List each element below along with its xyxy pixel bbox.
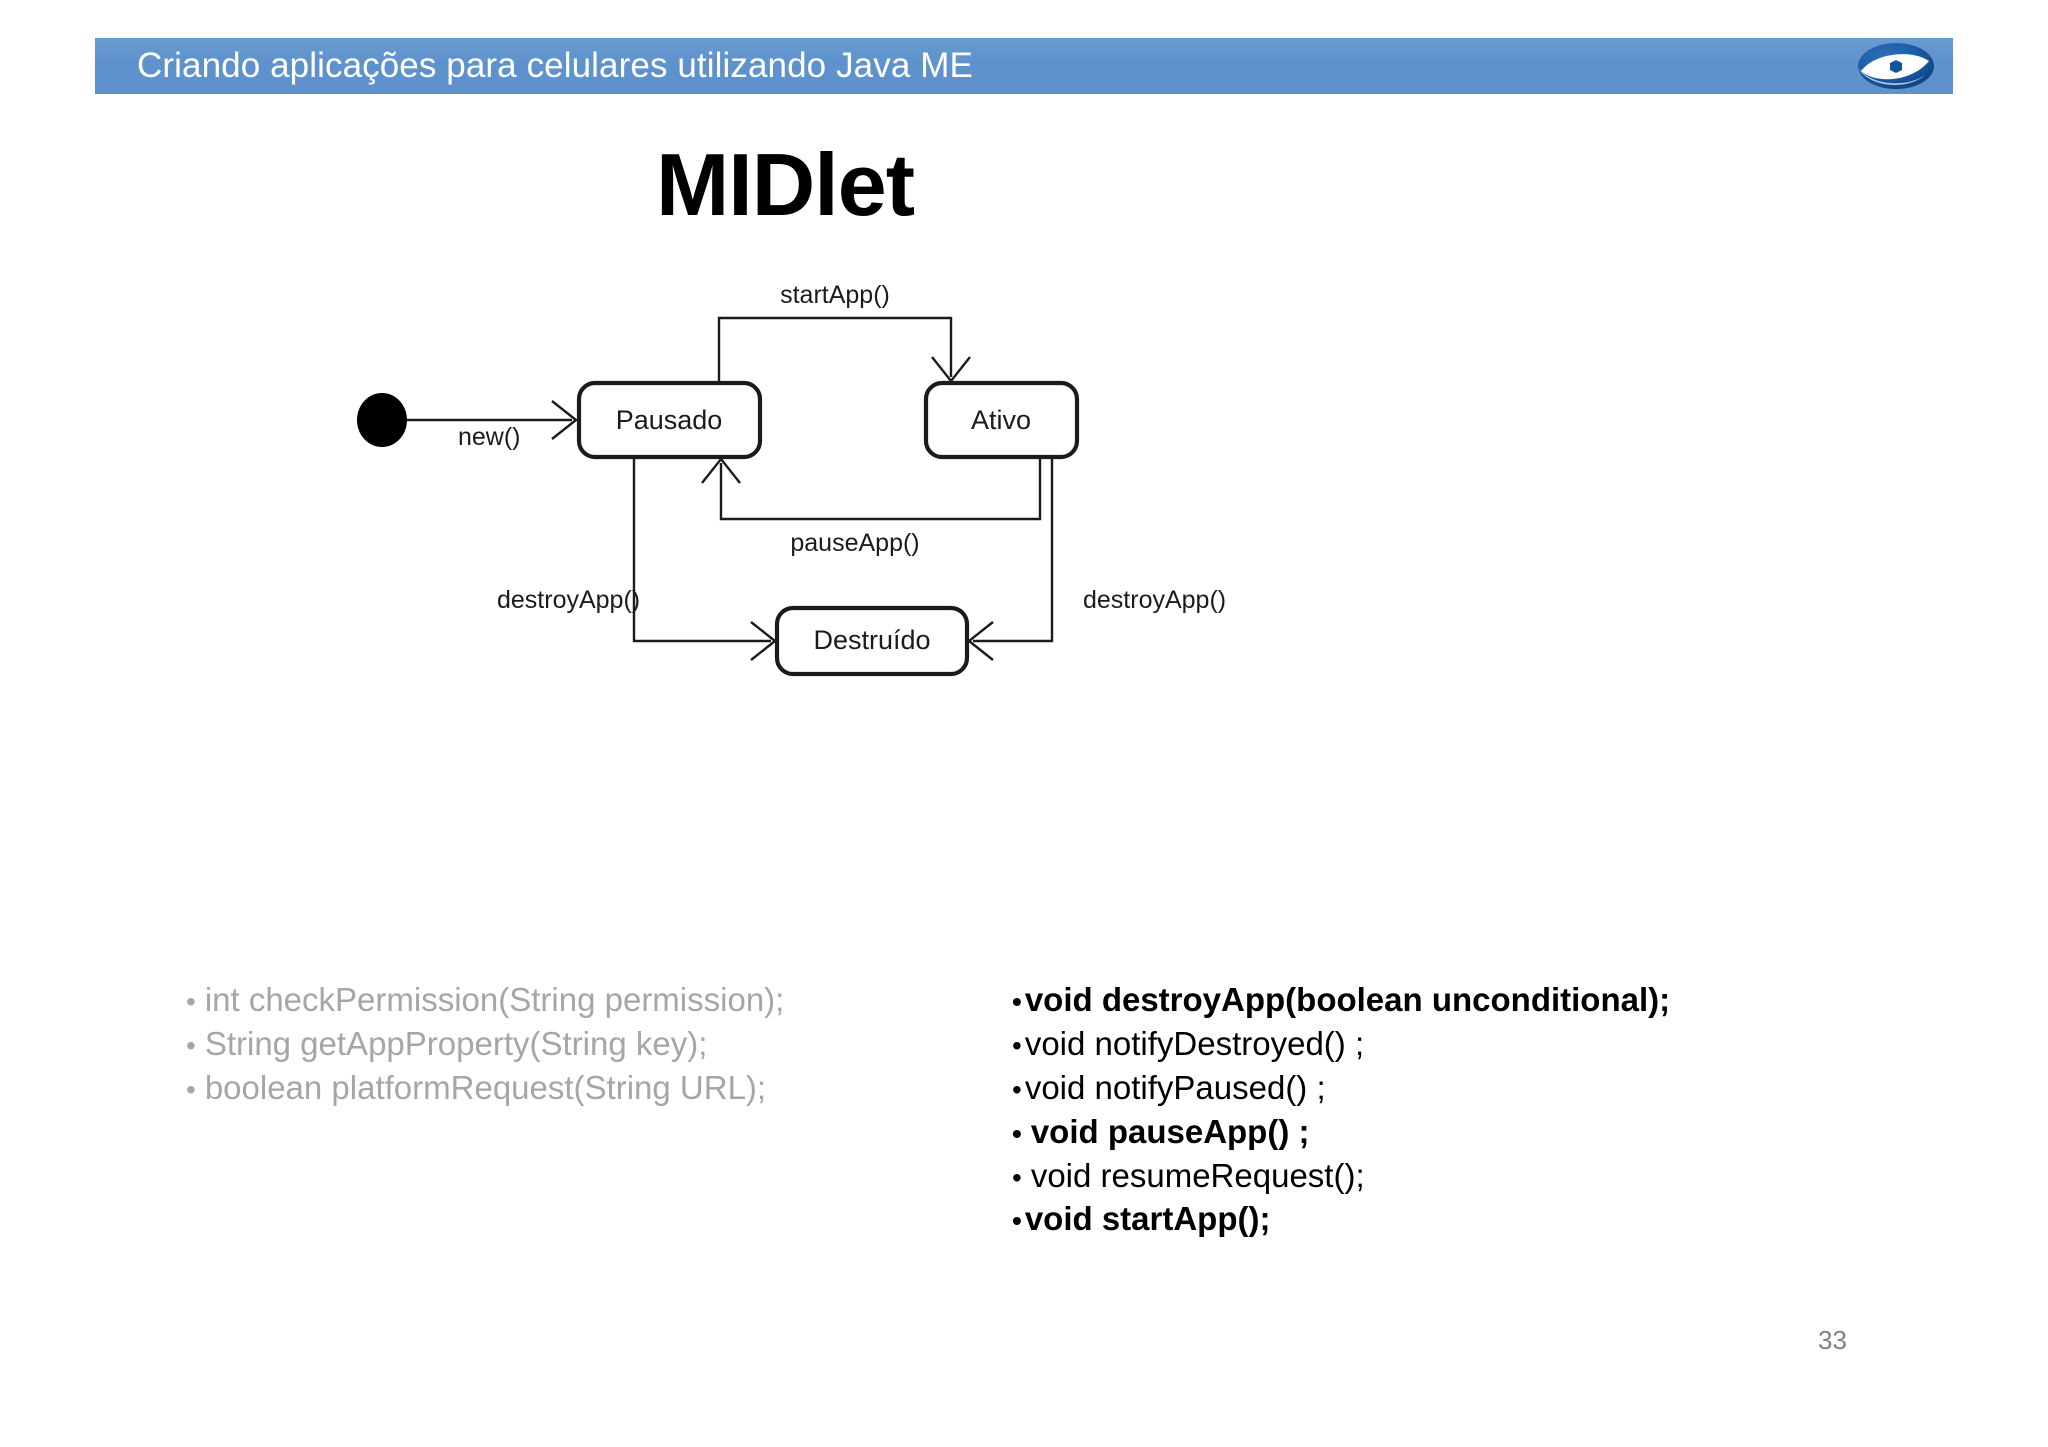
page-title: MIDlet [656, 135, 915, 234]
edge-label-startapp: startApp() [780, 281, 890, 309]
list-item: • int checkPermission(String permission)… [186, 978, 946, 1022]
state-initial-node [357, 393, 407, 447]
list-item-label: void pauseApp() ; [1030, 1112, 1310, 1150]
list-item-label: void destroyApp(boolean unconditional); [1024, 981, 1671, 1018]
edge-destroyapp-right [973, 457, 1054, 643]
midlet-lifecycle-diagram: new() Pausado Ativo Destruído startApp()… [340, 270, 1540, 710]
edge-startapp [717, 316, 953, 383]
edge-label-destroyapp-right: destroyApp() [1083, 586, 1226, 614]
bullet-glyph: • [1012, 1073, 1022, 1105]
list-item-label: boolean platformRequest(String URL); [204, 1068, 767, 1106]
list-item-label: void notifyDestroyed() ; [1024, 1024, 1365, 1062]
bullet-glyph: • [1012, 1205, 1022, 1237]
list-item-label: int checkPermission(String permission); [204, 981, 785, 1018]
bullet-glyph: • [1012, 1117, 1022, 1149]
edge-destroyapp-right-arrowhead [967, 621, 994, 661]
state-destruido-label: Destruído [813, 625, 930, 655]
list-item: • void startApp(); [1012, 1197, 1892, 1241]
edge-startapp-arrowhead [931, 356, 971, 383]
slide-header-bar: Criando aplicações para celulares utiliz… [95, 38, 1953, 94]
bullet-glyph: • [186, 1073, 196, 1105]
list-item: • String getAppProperty(String key); [186, 1022, 946, 1066]
edge-new-arrowhead [551, 400, 578, 440]
bullet-glyph: • [1012, 1161, 1022, 1193]
edge-destroyapp-left [632, 457, 771, 643]
list-item: • void notifyPaused() ; [1012, 1066, 1892, 1110]
bullet-glyph: • [186, 986, 196, 1017]
list-item: • void notifyDestroyed() ; [1012, 1022, 1892, 1066]
eye-logo-icon [1858, 43, 1934, 89]
edge-label-destroyapp-left: destroyApp() [497, 586, 640, 614]
header-title: Criando aplicações para celulares utiliz… [137, 46, 973, 85]
list-item: • void resumeRequest(); [1012, 1154, 1892, 1198]
edge-label-pauseapp: pauseApp() [790, 529, 919, 557]
state-ativo-label: Ativo [971, 405, 1031, 435]
state-destruido-box [774, 605, 970, 677]
edge-pauseapp [719, 457, 1042, 521]
edge-pauseapp-arrowhead [701, 457, 741, 484]
edge-label-new: new() [458, 423, 521, 451]
state-pausado-label: Pausado [616, 405, 723, 435]
state-pausado-box [576, 380, 763, 460]
list-item: • void destroyApp(boolean unconditional)… [1012, 978, 1892, 1022]
list-item-label: String getAppProperty(String key); [204, 1024, 708, 1062]
edge-destroyapp-left-arrowhead [750, 621, 777, 661]
method-list-left: • int checkPermission(String permission)… [186, 978, 946, 1110]
bullet-glyph: • [186, 1029, 196, 1061]
list-item: • boolean platformRequest(String URL); [186, 1066, 946, 1110]
state-ativo-box [923, 380, 1080, 460]
list-item-label: void resumeRequest(); [1030, 1156, 1365, 1194]
list-item: • void pauseApp() ; [1012, 1110, 1892, 1154]
list-item-label: void notifyPaused() ; [1024, 1068, 1326, 1106]
list-item-label: void startApp(); [1024, 1200, 1271, 1238]
bullet-glyph: • [1012, 986, 1022, 1017]
page-number: 33 [1818, 1325, 1847, 1355]
method-list-right: • void destroyApp(boolean unconditional)… [1012, 978, 1892, 1241]
bullet-glyph: • [1012, 1029, 1022, 1061]
